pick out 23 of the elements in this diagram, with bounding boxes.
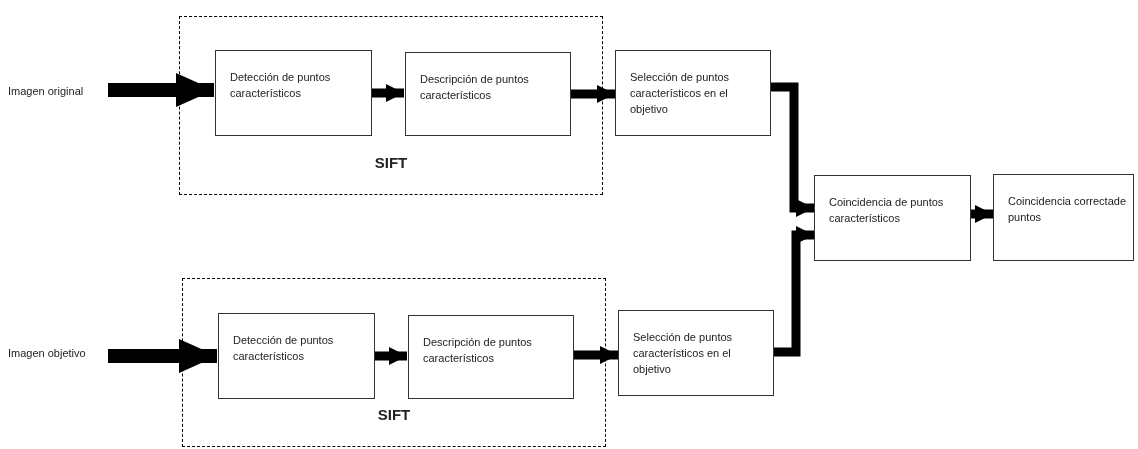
input-label: Imagen objetivo (8, 344, 108, 362)
arrow (108, 73, 214, 107)
arrow (371, 84, 404, 102)
process-box: Detección de puntos característicos (215, 50, 372, 136)
arrow (108, 339, 217, 373)
process-box: Descripción de puntos característicos (408, 315, 574, 399)
process-box: Descripción de puntos característicos (405, 52, 571, 136)
dashed-group-frame (182, 278, 606, 447)
process-box: Coincidencia de puntos característicos (814, 175, 971, 261)
process-box: Selección de puntos característicos en el objetivo (618, 310, 774, 396)
arrow (573, 346, 618, 364)
group-label: SIFT (376, 404, 412, 425)
arrow (570, 85, 615, 103)
arrow (771, 82, 814, 217)
process-box: Coincidencia correctade puntos (993, 174, 1134, 261)
dashed-group-frame (179, 16, 603, 195)
process-box: Selección de puntos característicos en el objetivo (615, 50, 771, 136)
arrow (971, 205, 993, 223)
group-label: SIFT (373, 152, 409, 173)
arrow (774, 226, 814, 357)
arrow (374, 347, 407, 365)
process-box: Detección de puntos característicos (218, 313, 375, 399)
input-label: Imagen original (8, 82, 108, 100)
